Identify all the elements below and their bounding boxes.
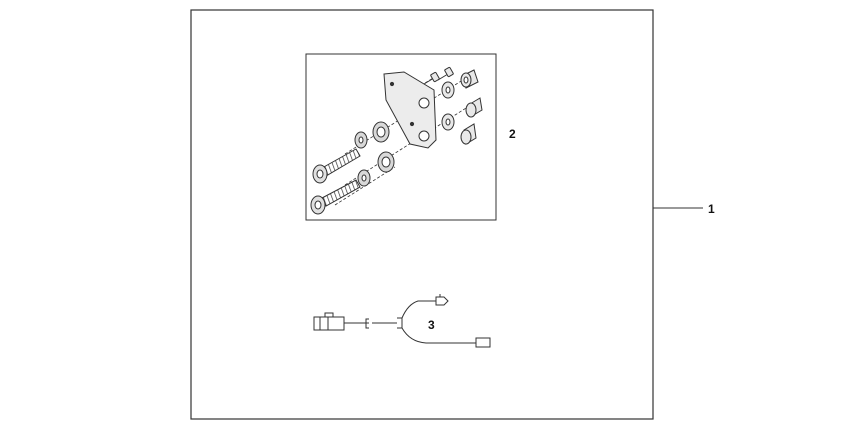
bolt-long-upper (312, 148, 361, 184)
screw-small-2 (437, 66, 454, 81)
main-connector (313, 312, 345, 331)
grommet-lower (357, 151, 395, 187)
kit-frame (190, 9, 654, 420)
callout-3-label: 3 (428, 318, 435, 332)
cable-junction (397, 317, 403, 329)
bracket-set-parts (310, 66, 483, 215)
callout-1-label: 1 (708, 202, 715, 216)
cable-clip (365, 318, 369, 329)
bracket-set-frame (305, 53, 497, 221)
bolt-long-lower (310, 179, 361, 215)
spacer-lower (460, 123, 477, 145)
mounting-plate (383, 71, 437, 149)
spacer-upper (465, 97, 483, 118)
terminal-upper (435, 294, 449, 306)
terminal-lower (475, 337, 491, 348)
collar-upper (460, 69, 479, 89)
wire-harness (313, 294, 491, 348)
screw-small-1 (423, 71, 440, 85)
callout-2-label: 2 (509, 127, 516, 141)
grommet-upper (354, 121, 390, 149)
